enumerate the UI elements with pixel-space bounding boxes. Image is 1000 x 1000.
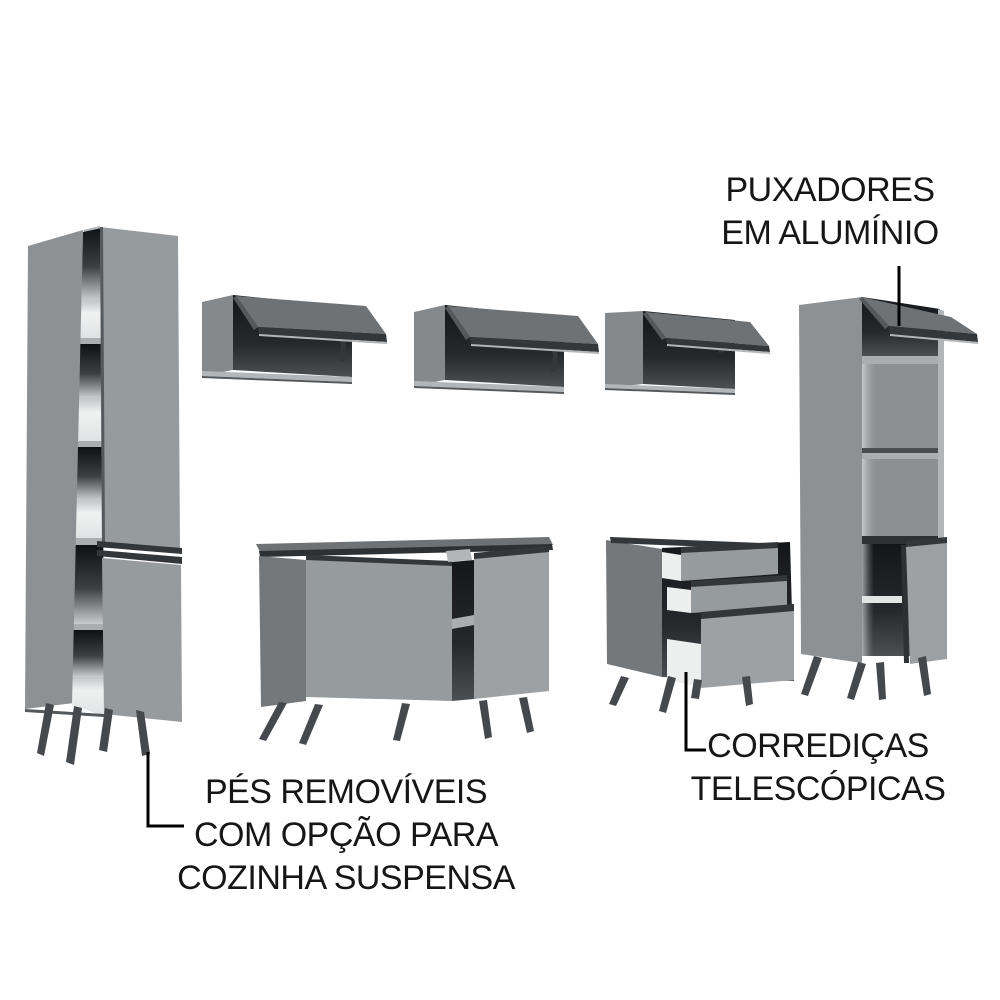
side-panel [606,540,662,677]
label-line: PÉS REMOVÍVEIS [204,773,488,811]
aluminum-handle-profile [889,326,978,342]
foot [742,676,753,706]
lower-door [102,558,182,722]
drawer-1 [662,542,778,581]
label-removable-feet: PÉS REMOVÍVEIS COM OPÇÃO PARA COZINHA SU… [177,771,515,900]
label-line: EM ALUMÍNIO [721,214,939,252]
drawer-unit [606,537,794,713]
foot [918,656,931,696]
feet [259,697,534,745]
foot [66,706,82,765]
shelf-edge [72,338,104,344]
label-line: COZINHA SUSPENSA [177,859,515,897]
shelf-edge [452,615,474,629]
handle-highlight [667,344,770,354]
side-panel [799,297,862,663]
left-door [306,560,452,701]
shelf-cavity [72,630,104,677]
drawer-front [691,581,787,613]
label-line: COM OPÇÃO PARA [193,816,499,854]
feet [609,676,753,713]
foot [299,704,323,745]
wall-cabinet-3 [605,311,770,395]
interior-shelf [862,596,902,603]
wall-cabinet-bottom-shadow [605,388,735,395]
wall-cabinet-side-panel [605,311,643,388]
tall-cabinet-right [799,297,978,700]
wall-cabinet-bottom-edge [605,384,735,393]
divider-edge [862,536,940,544]
foot [479,700,492,739]
foot [393,703,410,741]
door-edge [100,227,105,542]
wall-cabinet-1 [202,295,387,384]
feet [37,703,150,765]
shelf-edge [862,356,940,364]
label-line: PUXADORES [725,171,936,209]
aluminum-handle [701,604,794,621]
drawer-front [681,548,778,581]
right-door-open [474,552,549,699]
callout-line-removable-feet [146,752,184,828]
aluminum-handle [97,550,182,564]
countertop-edge [259,544,553,557]
foot [691,679,702,699]
drawer-2 [667,575,787,613]
side-panel [259,556,306,707]
countertop [256,537,553,552]
door-left-edge [643,312,666,340]
shelf-edge [72,624,104,630]
upper-door [100,227,180,548]
drawer-box [662,552,681,581]
foot [609,676,629,706]
lift-up-door [862,297,977,334]
feet [801,656,931,700]
light [862,364,878,450]
shelf-edge [72,538,104,545]
shelf-shadow [862,448,940,453]
drawer-3-open [667,604,794,688]
base-cabinet [256,537,553,745]
drawer-box [667,587,691,613]
lift-up-door [646,312,769,346]
aluminum-handle [97,541,182,554]
lower-door-open [906,543,947,664]
tall-cabinet-left [25,226,182,765]
interior [452,560,474,701]
foot [136,710,150,756]
foot [659,676,676,713]
shelf-edge [72,441,104,447]
label-telescopic-slides: CORREDIÇAS TELESCÓPICAS [691,725,946,811]
label-line: TELESCÓPICAS [690,770,946,808]
light [862,459,878,536]
shelf [72,500,104,538]
label-line: CORREDIÇAS [707,727,929,765]
foot [519,697,534,733]
shelf-edge [862,453,940,459]
callout-line-telescopic-slides [684,672,706,752]
handle-highlight [890,334,978,344]
door-shadow [901,545,909,663]
side-panel [25,230,83,709]
shelf-cavity [72,545,104,624]
foot [847,662,866,700]
foot [801,656,822,696]
drawer-box [667,639,701,687]
label-aluminum-handles: PUXADORES EM ALUMÍNIO [721,169,939,255]
foot [876,662,886,700]
hinge-plate [446,549,472,562]
foot [259,702,287,741]
foot [99,708,113,752]
door-left-edge [859,297,889,329]
drawer-front [701,611,794,688]
foot [37,703,54,756]
aluminum-handle-profile [666,338,770,352]
wall-cabinet-2 [414,305,599,394]
